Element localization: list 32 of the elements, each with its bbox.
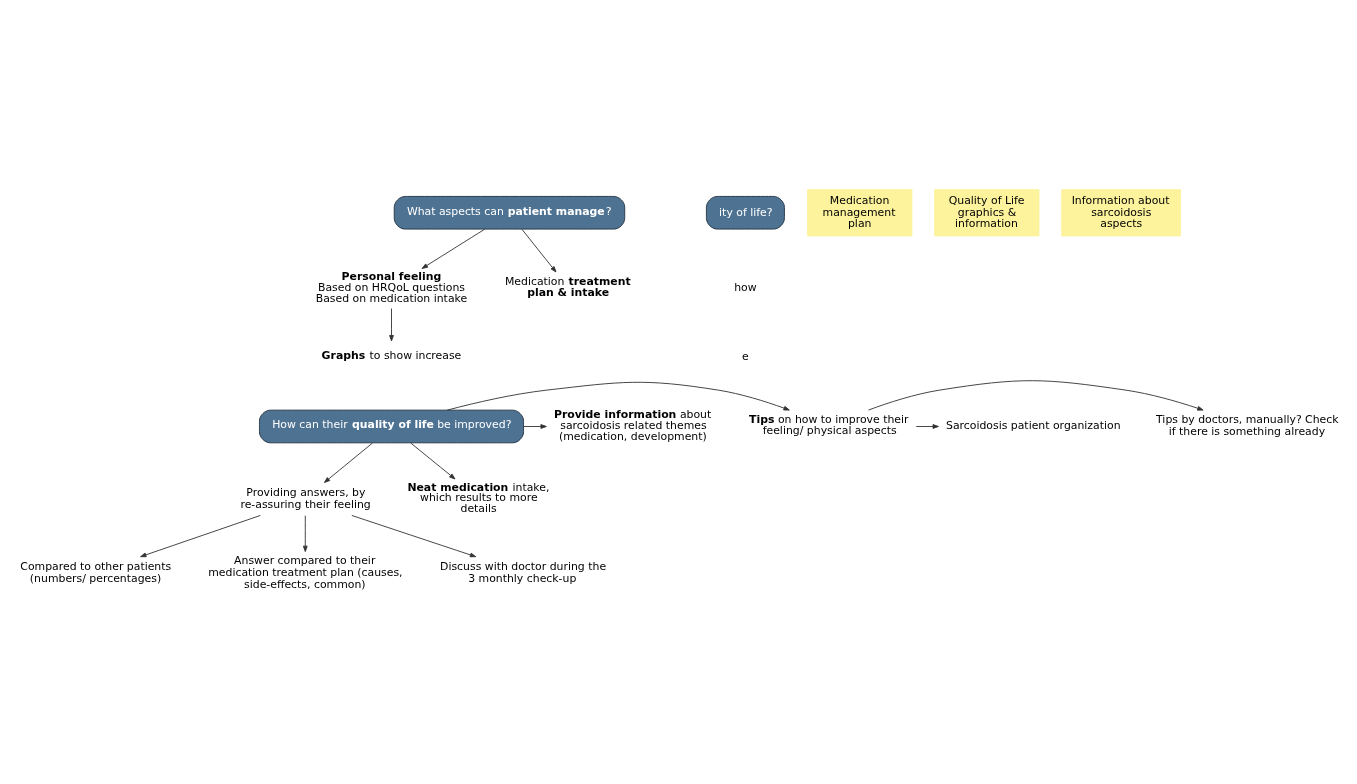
node-box: How can their quality of life be improved? bbox=[259, 409, 524, 444]
node-box: What aspects can patient manage? bbox=[393, 196, 626, 230]
node-text: Discuss with doctor during the 3 monthly check-up bbox=[440, 559, 607, 585]
arrow bbox=[521, 228, 557, 273]
label: how bbox=[734, 281, 757, 295]
arrow bbox=[868, 380, 1204, 411]
node-box: ity of life? bbox=[705, 196, 785, 230]
arrow bbox=[915, 424, 939, 429]
arrow bbox=[140, 515, 261, 558]
node-box: Quality of Life graphics & information bbox=[934, 189, 1040, 237]
node-box: Medication management plan bbox=[807, 189, 913, 237]
node-text: Tips by doctors, manually? Check if there is something already bbox=[1156, 413, 1339, 439]
node-text: Tips on how to improve their feeling/ physical aspects bbox=[749, 413, 909, 438]
arrow bbox=[323, 442, 373, 483]
node-text: Answer compared to their medication treatment plan (causes, side-effects, common) bbox=[208, 554, 403, 591]
node-box: Information about sarcoidosis aspects bbox=[1061, 189, 1182, 237]
node-text: Provide information about sarcoidosis related themes (medication, development) bbox=[553, 407, 712, 443]
arrow bbox=[302, 515, 308, 553]
node-text: Sarcoidosis patient organization bbox=[945, 419, 1121, 433]
node-text: Medication treatment plan & intake bbox=[504, 275, 631, 300]
node-text: Graphs to show increase bbox=[321, 349, 462, 363]
node-text: Compared to other patients (numbers/ percentages) bbox=[20, 559, 172, 585]
node-text: Personal feeling Based on HRQoL questions Based on medication intake bbox=[315, 270, 468, 305]
arrow bbox=[523, 424, 547, 429]
arrow bbox=[421, 228, 486, 269]
arrow bbox=[351, 515, 477, 558]
arrow bbox=[389, 308, 394, 342]
node-text: Providing answers, by re-assuring their feeling bbox=[240, 486, 371, 511]
arrow bbox=[410, 442, 456, 480]
label: e bbox=[742, 350, 749, 364]
arrow bbox=[446, 381, 790, 411]
node-text: Neat medication intake, which results to more details bbox=[407, 480, 550, 516]
